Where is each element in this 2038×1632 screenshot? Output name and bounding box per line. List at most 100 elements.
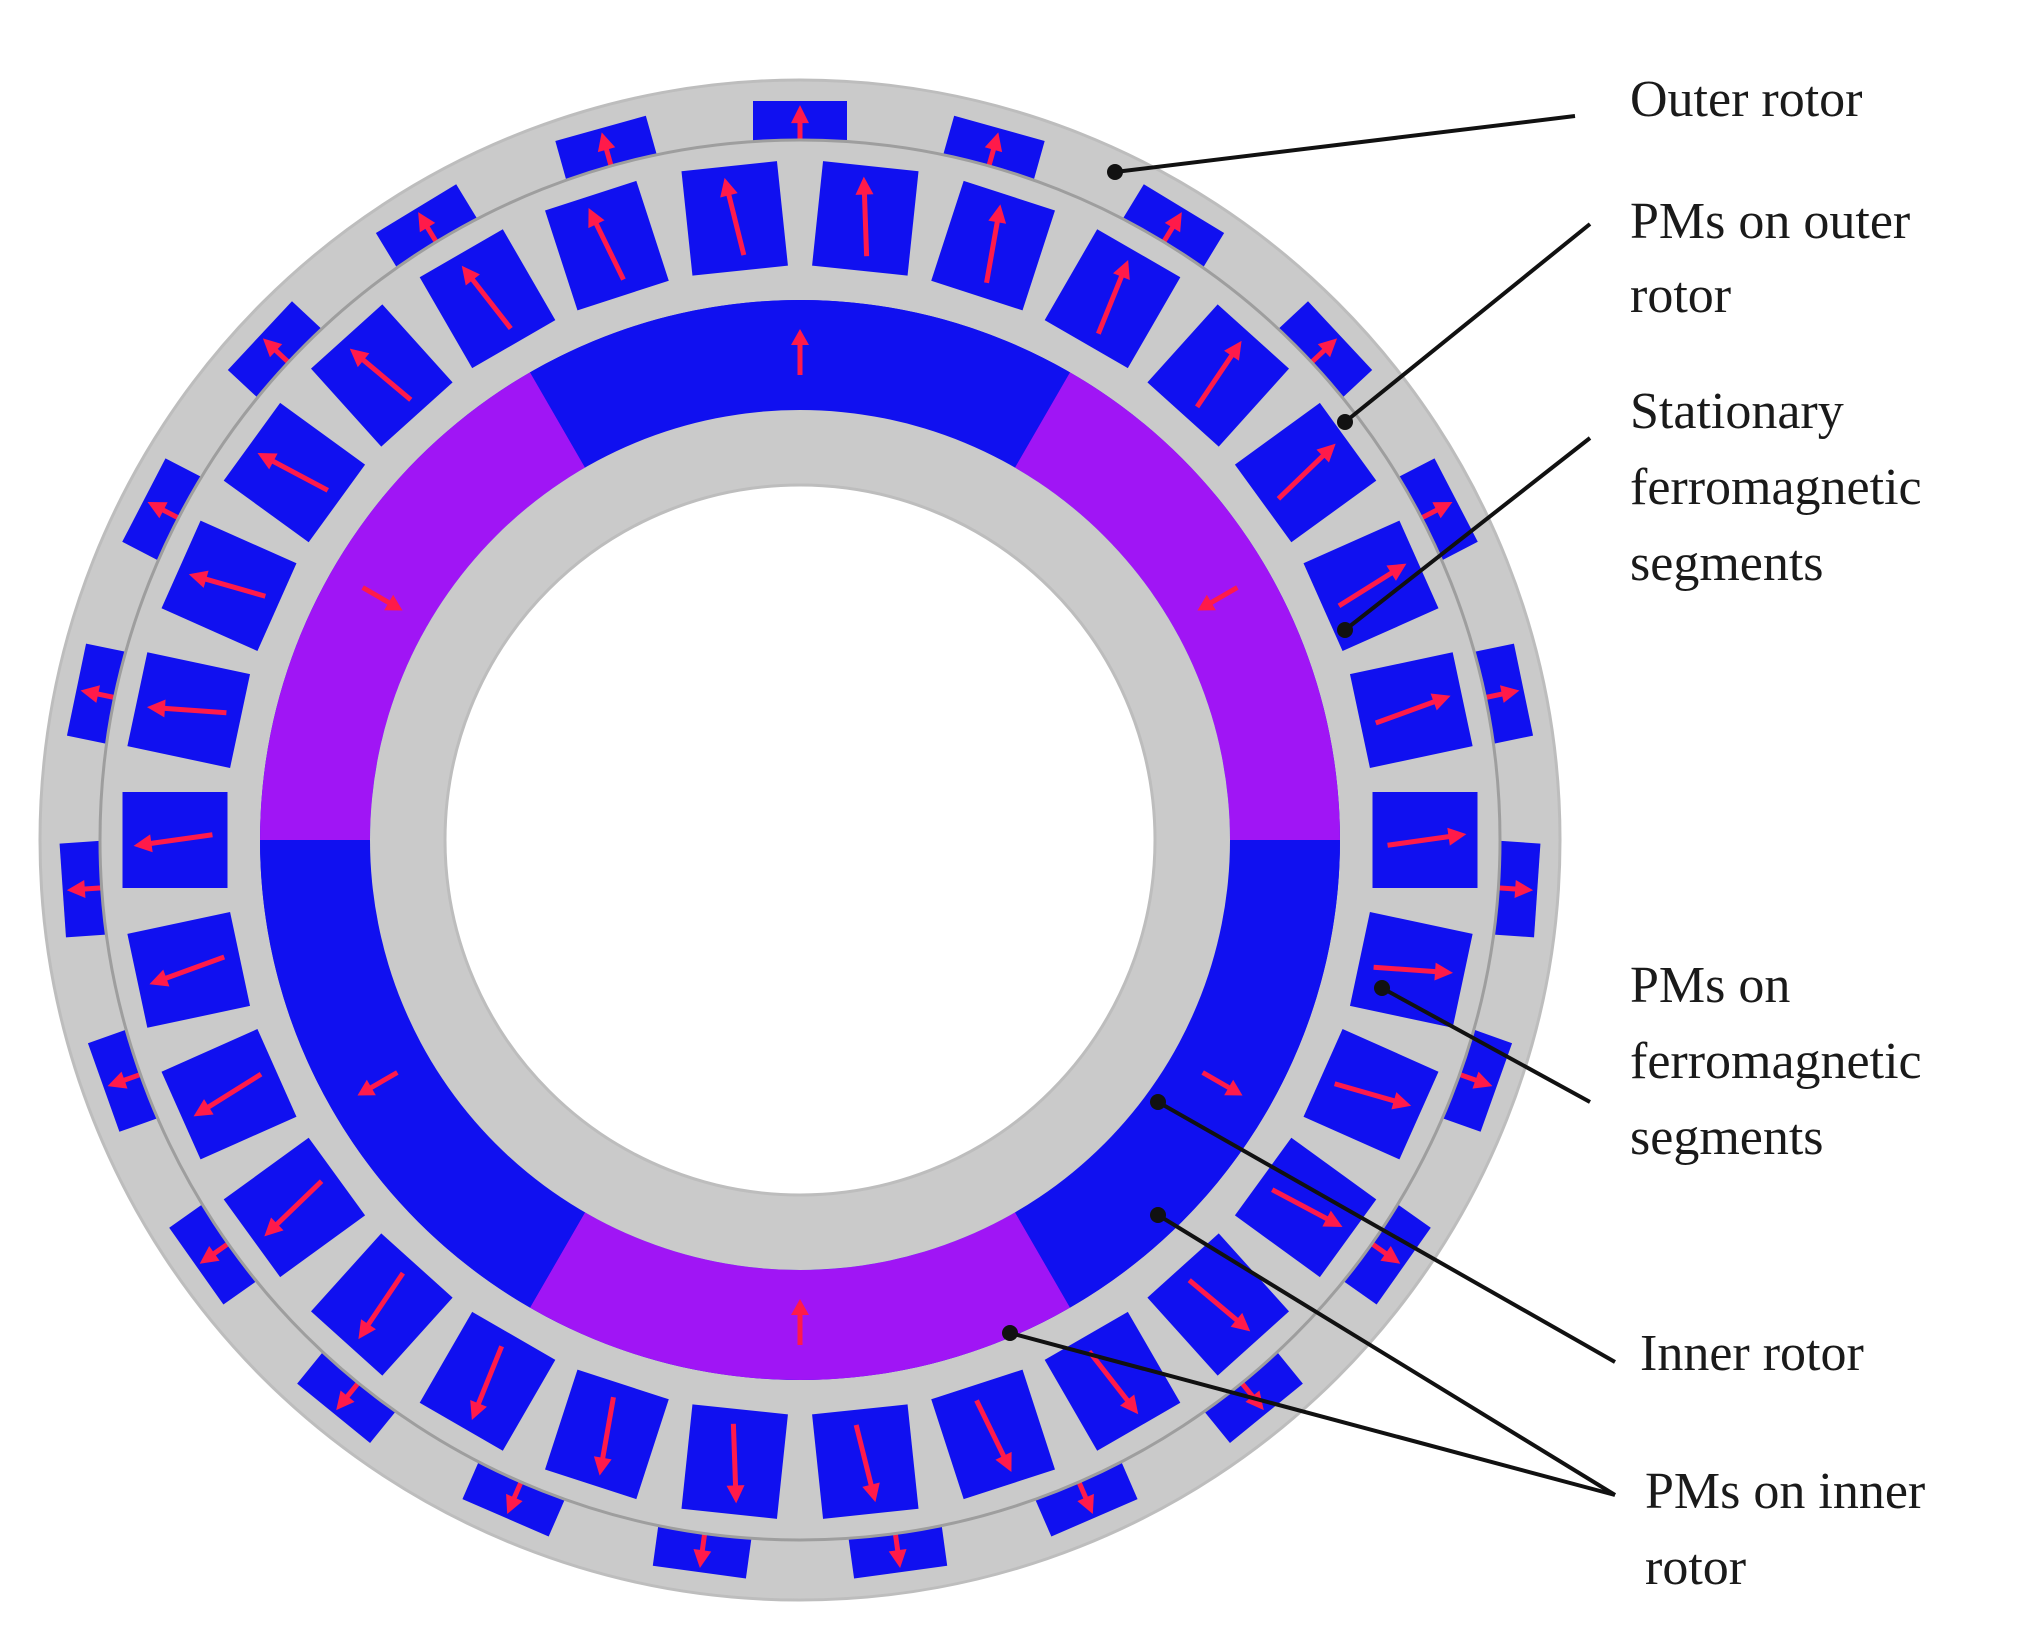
magnetisation-arrow-icon bbox=[1201, 1070, 1243, 1096]
magnetisation-arrow-icon bbox=[257, 452, 329, 493]
magnetisation-arrow-icon bbox=[1373, 962, 1453, 981]
svg-text:PMs on inner: PMs on inner bbox=[1645, 1463, 1925, 1520]
leader-line bbox=[1343, 436, 1592, 632]
callout-stationary-segments: Stationary ferromagnetic segments bbox=[1630, 383, 1922, 592]
magnetisation-arrow-icon bbox=[1197, 585, 1239, 611]
segment-pm bbox=[681, 161, 788, 276]
magnetic-gear-cross-section bbox=[38, 78, 1562, 1602]
segment-pm bbox=[931, 180, 1055, 311]
segment-pm bbox=[812, 1404, 919, 1519]
segment-pm bbox=[419, 229, 556, 369]
magnetisation-arrow-icon bbox=[1333, 1081, 1412, 1110]
ferromagnetic-segment-pms bbox=[122, 161, 1478, 1519]
segment-pm bbox=[1349, 652, 1473, 768]
magnetisation-arrow-icon bbox=[149, 954, 226, 987]
segment-pm bbox=[1303, 520, 1439, 652]
magnetisation-arrow-icon bbox=[361, 585, 403, 611]
inner-rotor-pms bbox=[260, 300, 1340, 1380]
magnetisation-arrow-icon bbox=[357, 1070, 399, 1096]
svg-text:Stationary: Stationary bbox=[1630, 383, 1844, 440]
segment-pm bbox=[310, 1233, 453, 1376]
magnetisation-arrow-icon bbox=[1087, 1349, 1139, 1415]
magnetisation-arrow-icon bbox=[984, 204, 1007, 284]
segment-pm bbox=[812, 161, 919, 276]
magnetisation-arrow-icon bbox=[1096, 259, 1130, 335]
magnetisation-arrow-icon bbox=[133, 832, 213, 853]
magnetisation-arrow-icon bbox=[1387, 827, 1467, 848]
label-pms-outer-line-2: rotor bbox=[1630, 267, 1731, 324]
segment-pm bbox=[1349, 912, 1473, 1028]
shaft-bore bbox=[443, 483, 1157, 1197]
segment-pm bbox=[127, 652, 251, 768]
segment-pm bbox=[223, 1137, 366, 1278]
magnetisation-arrow-icon bbox=[264, 1179, 324, 1237]
callout-inner-rotor: Inner rotor bbox=[1640, 1325, 1864, 1382]
segment-pm bbox=[1147, 304, 1290, 447]
inner-rotor-pole bbox=[530, 300, 1070, 468]
label-outer-rotor-line-1: Outer rotor bbox=[1630, 71, 1862, 128]
leader-dot bbox=[1150, 1094, 1166, 1110]
magnetisation-arrow-icon bbox=[1187, 1278, 1251, 1332]
inner-rotor-pole bbox=[1015, 840, 1340, 1308]
magnetisation-arrow-icon bbox=[193, 1072, 263, 1117]
magnetisation-arrow-icon bbox=[1276, 443, 1336, 501]
magnetisation-arrow-icon bbox=[349, 348, 413, 402]
leader-line bbox=[1343, 222, 1592, 424]
segment-pm bbox=[1234, 402, 1377, 543]
callout-outer-rotor: Outer rotor bbox=[1630, 71, 1862, 128]
magnetisation-arrow-icon bbox=[791, 1299, 809, 1345]
leader-line bbox=[1156, 1213, 1617, 1497]
label-pms-ferro-line-3: segments bbox=[1630, 1109, 1824, 1166]
magnetisation-arrow-icon bbox=[720, 177, 747, 256]
label-pms-ferro-line-2: ferromagnetic bbox=[1630, 1033, 1922, 1090]
segment-pm bbox=[545, 180, 669, 311]
callout-pms-on-ferromagnetic-segments: PMs on ferromagnetic segments bbox=[1630, 957, 1922, 1166]
segment-pm bbox=[122, 792, 228, 888]
magnetisation-arrow-icon bbox=[1194, 340, 1242, 409]
inner-rotor-pole bbox=[1015, 372, 1340, 840]
segment-pm bbox=[931, 1369, 1055, 1500]
magnetisation-arrow-icon bbox=[855, 176, 874, 257]
label-stationary-line-2: ferromagnetic bbox=[1630, 459, 1922, 516]
magnetisation-arrow-icon bbox=[791, 329, 809, 375]
segment-pm bbox=[161, 1028, 297, 1160]
magnetisation-arrow-icon bbox=[1337, 563, 1407, 608]
magnetisation-arrow-icon bbox=[470, 1345, 504, 1421]
segment-pm bbox=[1044, 1311, 1181, 1451]
magnetisation-arrow-icon bbox=[1271, 1187, 1343, 1228]
magnetisation-arrow-icon bbox=[461, 265, 513, 331]
segment-pm bbox=[681, 1404, 788, 1519]
segment-pm bbox=[127, 912, 251, 1028]
magnetisation-arrow-icon bbox=[593, 1396, 616, 1476]
magnetisation-arrow-icon bbox=[147, 699, 227, 718]
label-inner-rotor-line-1: Inner rotor bbox=[1640, 1325, 1864, 1382]
leader-dot bbox=[1337, 622, 1353, 638]
segment-pm bbox=[419, 1311, 556, 1451]
leader-dot bbox=[1107, 164, 1123, 180]
label-stationary-line-3: segments bbox=[1630, 535, 1824, 592]
magnetisation-arrow-icon bbox=[588, 208, 626, 281]
inner-rotor-pole bbox=[260, 840, 585, 1308]
magnetisation-arrow-icon bbox=[1374, 693, 1451, 726]
callout-pms-on-outer-rotor: PMs on outer rotor bbox=[1630, 193, 1910, 324]
segment-pm bbox=[310, 304, 453, 447]
magnetisation-arrow-icon bbox=[358, 1271, 406, 1340]
leader-dot bbox=[1150, 1207, 1166, 1223]
inner-rotor-pole bbox=[530, 1212, 1070, 1380]
label-pms-inner-line-2: rotor bbox=[1645, 1539, 1746, 1596]
leader-dot bbox=[1002, 1325, 1018, 1341]
magnetisation-arrow-icon bbox=[726, 1423, 745, 1504]
segment-pm bbox=[1147, 1233, 1290, 1376]
segment-pm bbox=[1044, 229, 1181, 369]
magnetisation-arrow-icon bbox=[974, 1399, 1012, 1472]
svg-text:Inner rotor: Inner rotor bbox=[1640, 1325, 1864, 1382]
segment-pm bbox=[161, 520, 297, 652]
label-pms-outer-line-1: PMs on outer bbox=[1630, 193, 1910, 250]
svg-text:rotor: rotor bbox=[1630, 267, 1731, 324]
svg-text:Outer rotor: Outer rotor bbox=[1630, 71, 1862, 128]
svg-text:PMs on outer: PMs on outer bbox=[1630, 193, 1910, 250]
leader-dot bbox=[1374, 980, 1390, 996]
segment-pm bbox=[1372, 792, 1478, 888]
leader-line bbox=[1157, 1100, 1616, 1364]
